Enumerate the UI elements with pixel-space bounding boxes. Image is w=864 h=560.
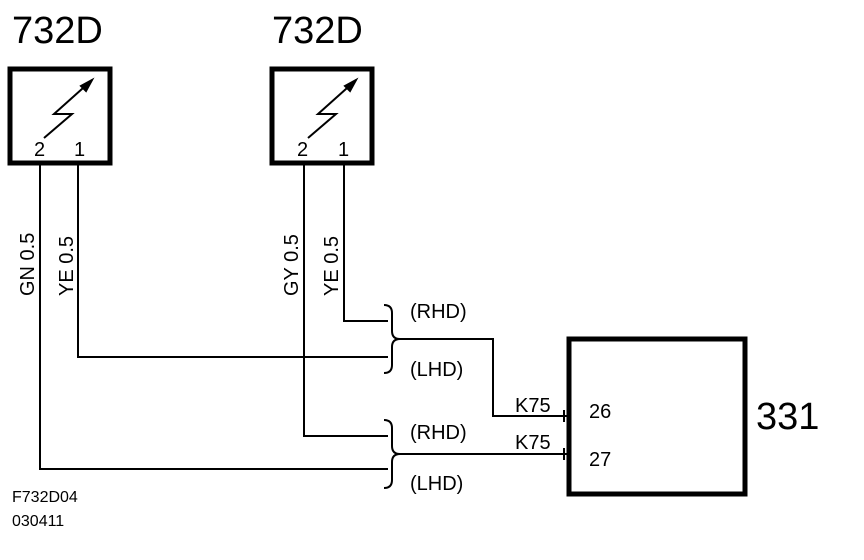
sensor-left-box — [7, 66, 113, 166]
brace-lower-lhd — [383, 453, 401, 489]
brace-upper-rhd — [383, 304, 401, 340]
wire-gy-right — [303, 163, 388, 437]
module-label: 331 — [756, 396, 820, 438]
wire-label-ye-left: YE 0.5 — [56, 235, 78, 296]
brace-upper-lhd — [383, 338, 401, 374]
sensor-left-label: 732D — [12, 10, 103, 52]
wire-label-gy: GY 0.5 — [281, 234, 303, 296]
variant-upper-lhd: (LHD) — [410, 359, 464, 381]
figure-date: 030411 — [12, 513, 65, 530]
sensor-left-symbol — [43, 77, 95, 139]
wire-label-gn: GN 0.5 — [17, 232, 39, 296]
sensor-left-pin-1: 1 — [74, 139, 86, 161]
sensor-right-label: 732D — [272, 10, 363, 52]
sensor-right-box — [269, 66, 375, 166]
module-pin-26: 26 — [589, 401, 612, 423]
wire-gn-left — [39, 163, 388, 470]
wire-ye-left — [77, 163, 388, 358]
sensor-right-pin-1: 1 — [338, 139, 350, 161]
connector-k75-lower: K75 — [515, 432, 551, 454]
module-pin-27: 27 — [589, 449, 612, 471]
wire-to-pin-26 — [400, 338, 569, 417]
brace-lower-rhd — [383, 419, 401, 455]
variant-lower-rhd: (RHD) — [410, 422, 467, 444]
variant-lower-lhd: (LHD) — [410, 473, 464, 495]
sensor-right-pin-2: 2 — [297, 139, 309, 161]
wire-label-ye-right: YE 0.5 — [321, 235, 343, 296]
variant-upper-rhd: (RHD) — [410, 301, 467, 323]
sensor-left-pin-2: 2 — [34, 139, 46, 161]
wire-ye-right — [343, 163, 388, 322]
connector-k75-upper: K75 — [515, 395, 551, 417]
figure-code: F732D04 — [12, 489, 78, 506]
sensor-right-symbol — [307, 77, 359, 139]
